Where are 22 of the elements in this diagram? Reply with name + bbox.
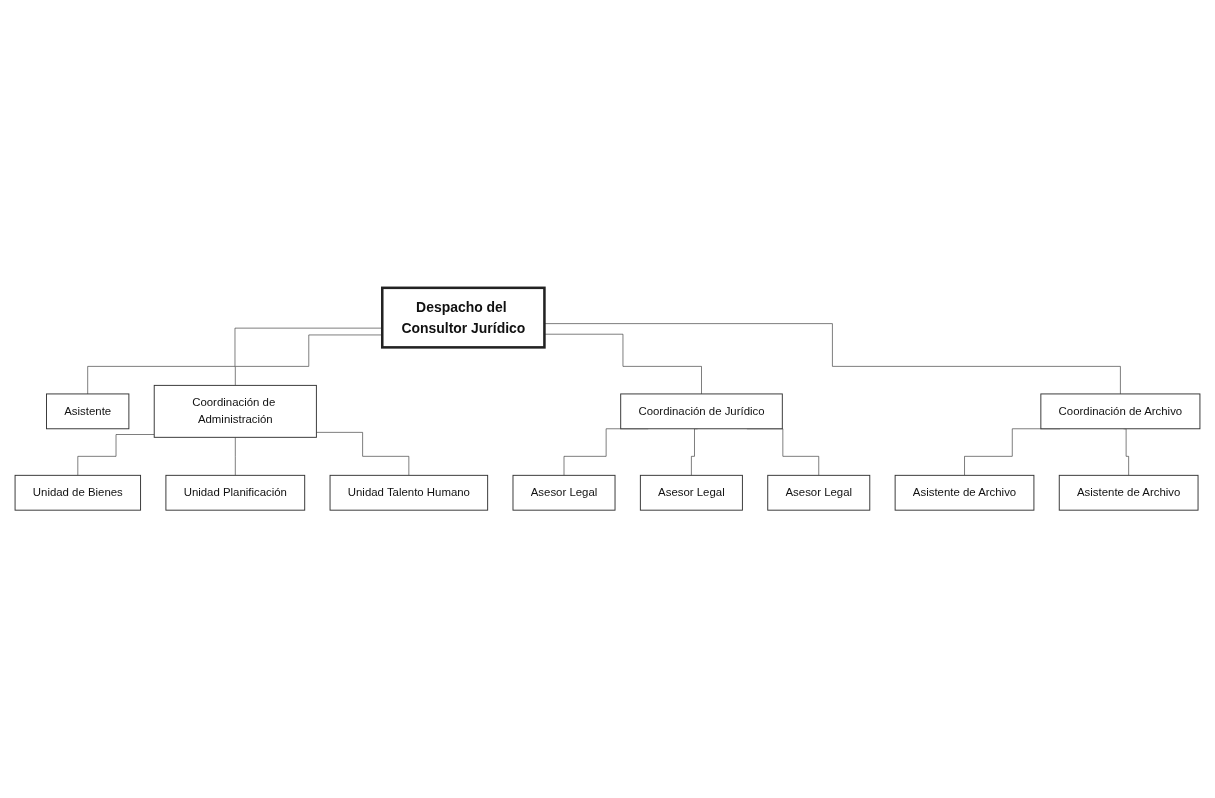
connector (691, 428, 698, 476)
connector (544, 323, 1121, 395)
node-box: Despacho del Consultor Jurídico (381, 286, 546, 349)
node-box: Coordinación de Administración (153, 384, 317, 438)
node-box: Asistente de Archivo (894, 474, 1035, 511)
connector (1123, 428, 1129, 476)
connector (544, 333, 702, 395)
node-box: Asistente de Archivo (1058, 474, 1199, 511)
node-box: Coordinación de Jurídico (620, 393, 783, 430)
node-box: Asistente (46, 393, 130, 430)
node-box: Asesor Legal (639, 474, 743, 511)
node-box: Unidad Talento Humano (329, 474, 489, 511)
connector (235, 437, 236, 476)
node-box: Coordinación de Archivo (1040, 393, 1201, 430)
connector (77, 434, 155, 476)
node-box: Unidad Planificación (165, 474, 306, 511)
connector (235, 334, 383, 386)
node-box: Asesor Legal (767, 474, 871, 511)
node-box: Asesor Legal (512, 474, 616, 511)
node-box: Unidad de Bienes (14, 474, 142, 511)
connector (87, 327, 383, 395)
connector (316, 432, 410, 476)
